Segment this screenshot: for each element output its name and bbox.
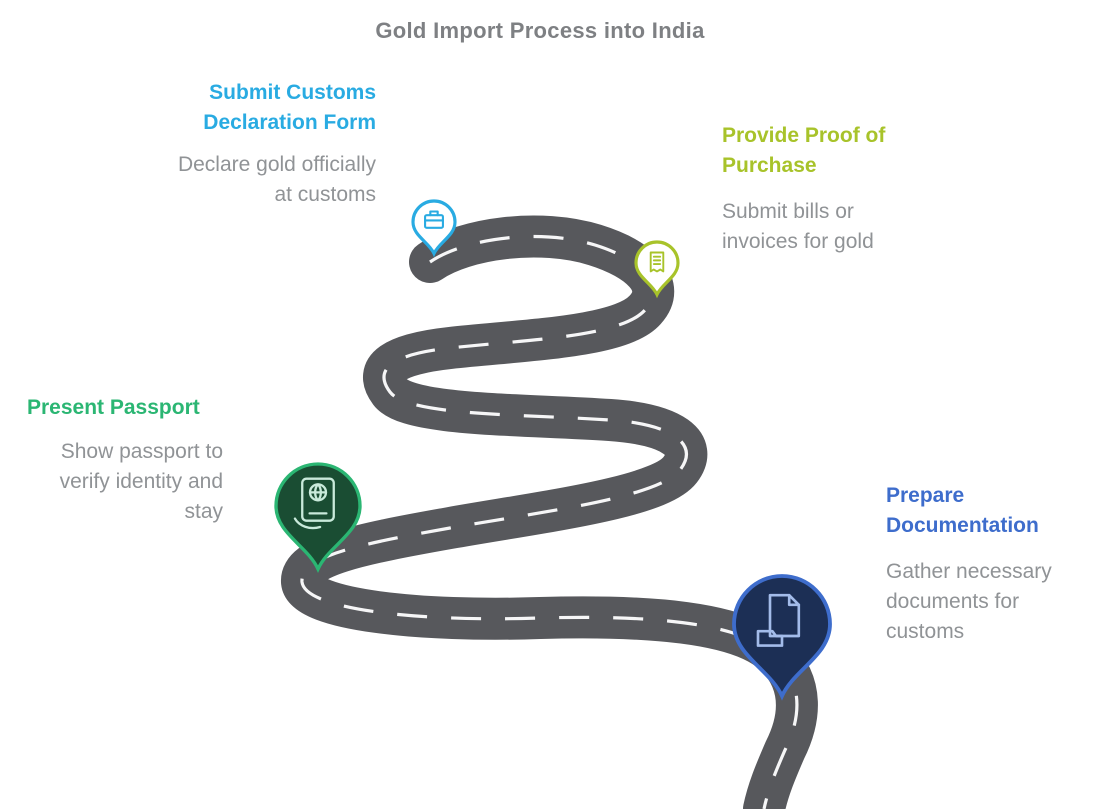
- step-4-title: Prepare Documentation: [886, 484, 1039, 537]
- step-3-title: Present Passport: [27, 396, 200, 419]
- page-title: Gold Import Process into India: [375, 18, 705, 43]
- step-1-description: Declare gold officially at customs: [177, 153, 376, 206]
- passport-icon: [293, 477, 335, 530]
- receipt-invoice-icon: [649, 251, 665, 273]
- customs-declaration-briefcase-icon: [424, 210, 444, 229]
- step-2-description: Submit bills or invoices for gold: [722, 200, 874, 253]
- pin-step-3: [274, 462, 362, 574]
- step-4-description: Gather necessary documents for customs: [886, 560, 1052, 643]
- step-1-title: Submit Customs Declaration Form: [203, 81, 376, 134]
- step-2-title: Provide Proof of Purchase: [722, 124, 886, 177]
- pin-step-4: [732, 574, 832, 701]
- pin-marker-shape: [634, 240, 680, 299]
- step-3-description: Show passport to verify identity and sta…: [59, 440, 223, 523]
- pin-marker-shape: [274, 462, 362, 574]
- road-centerline: [300, 234, 799, 809]
- pin-step-1: [411, 199, 457, 258]
- road: [281, 215, 818, 809]
- documents-icon: [756, 593, 801, 647]
- pin-step-2: [634, 240, 680, 299]
